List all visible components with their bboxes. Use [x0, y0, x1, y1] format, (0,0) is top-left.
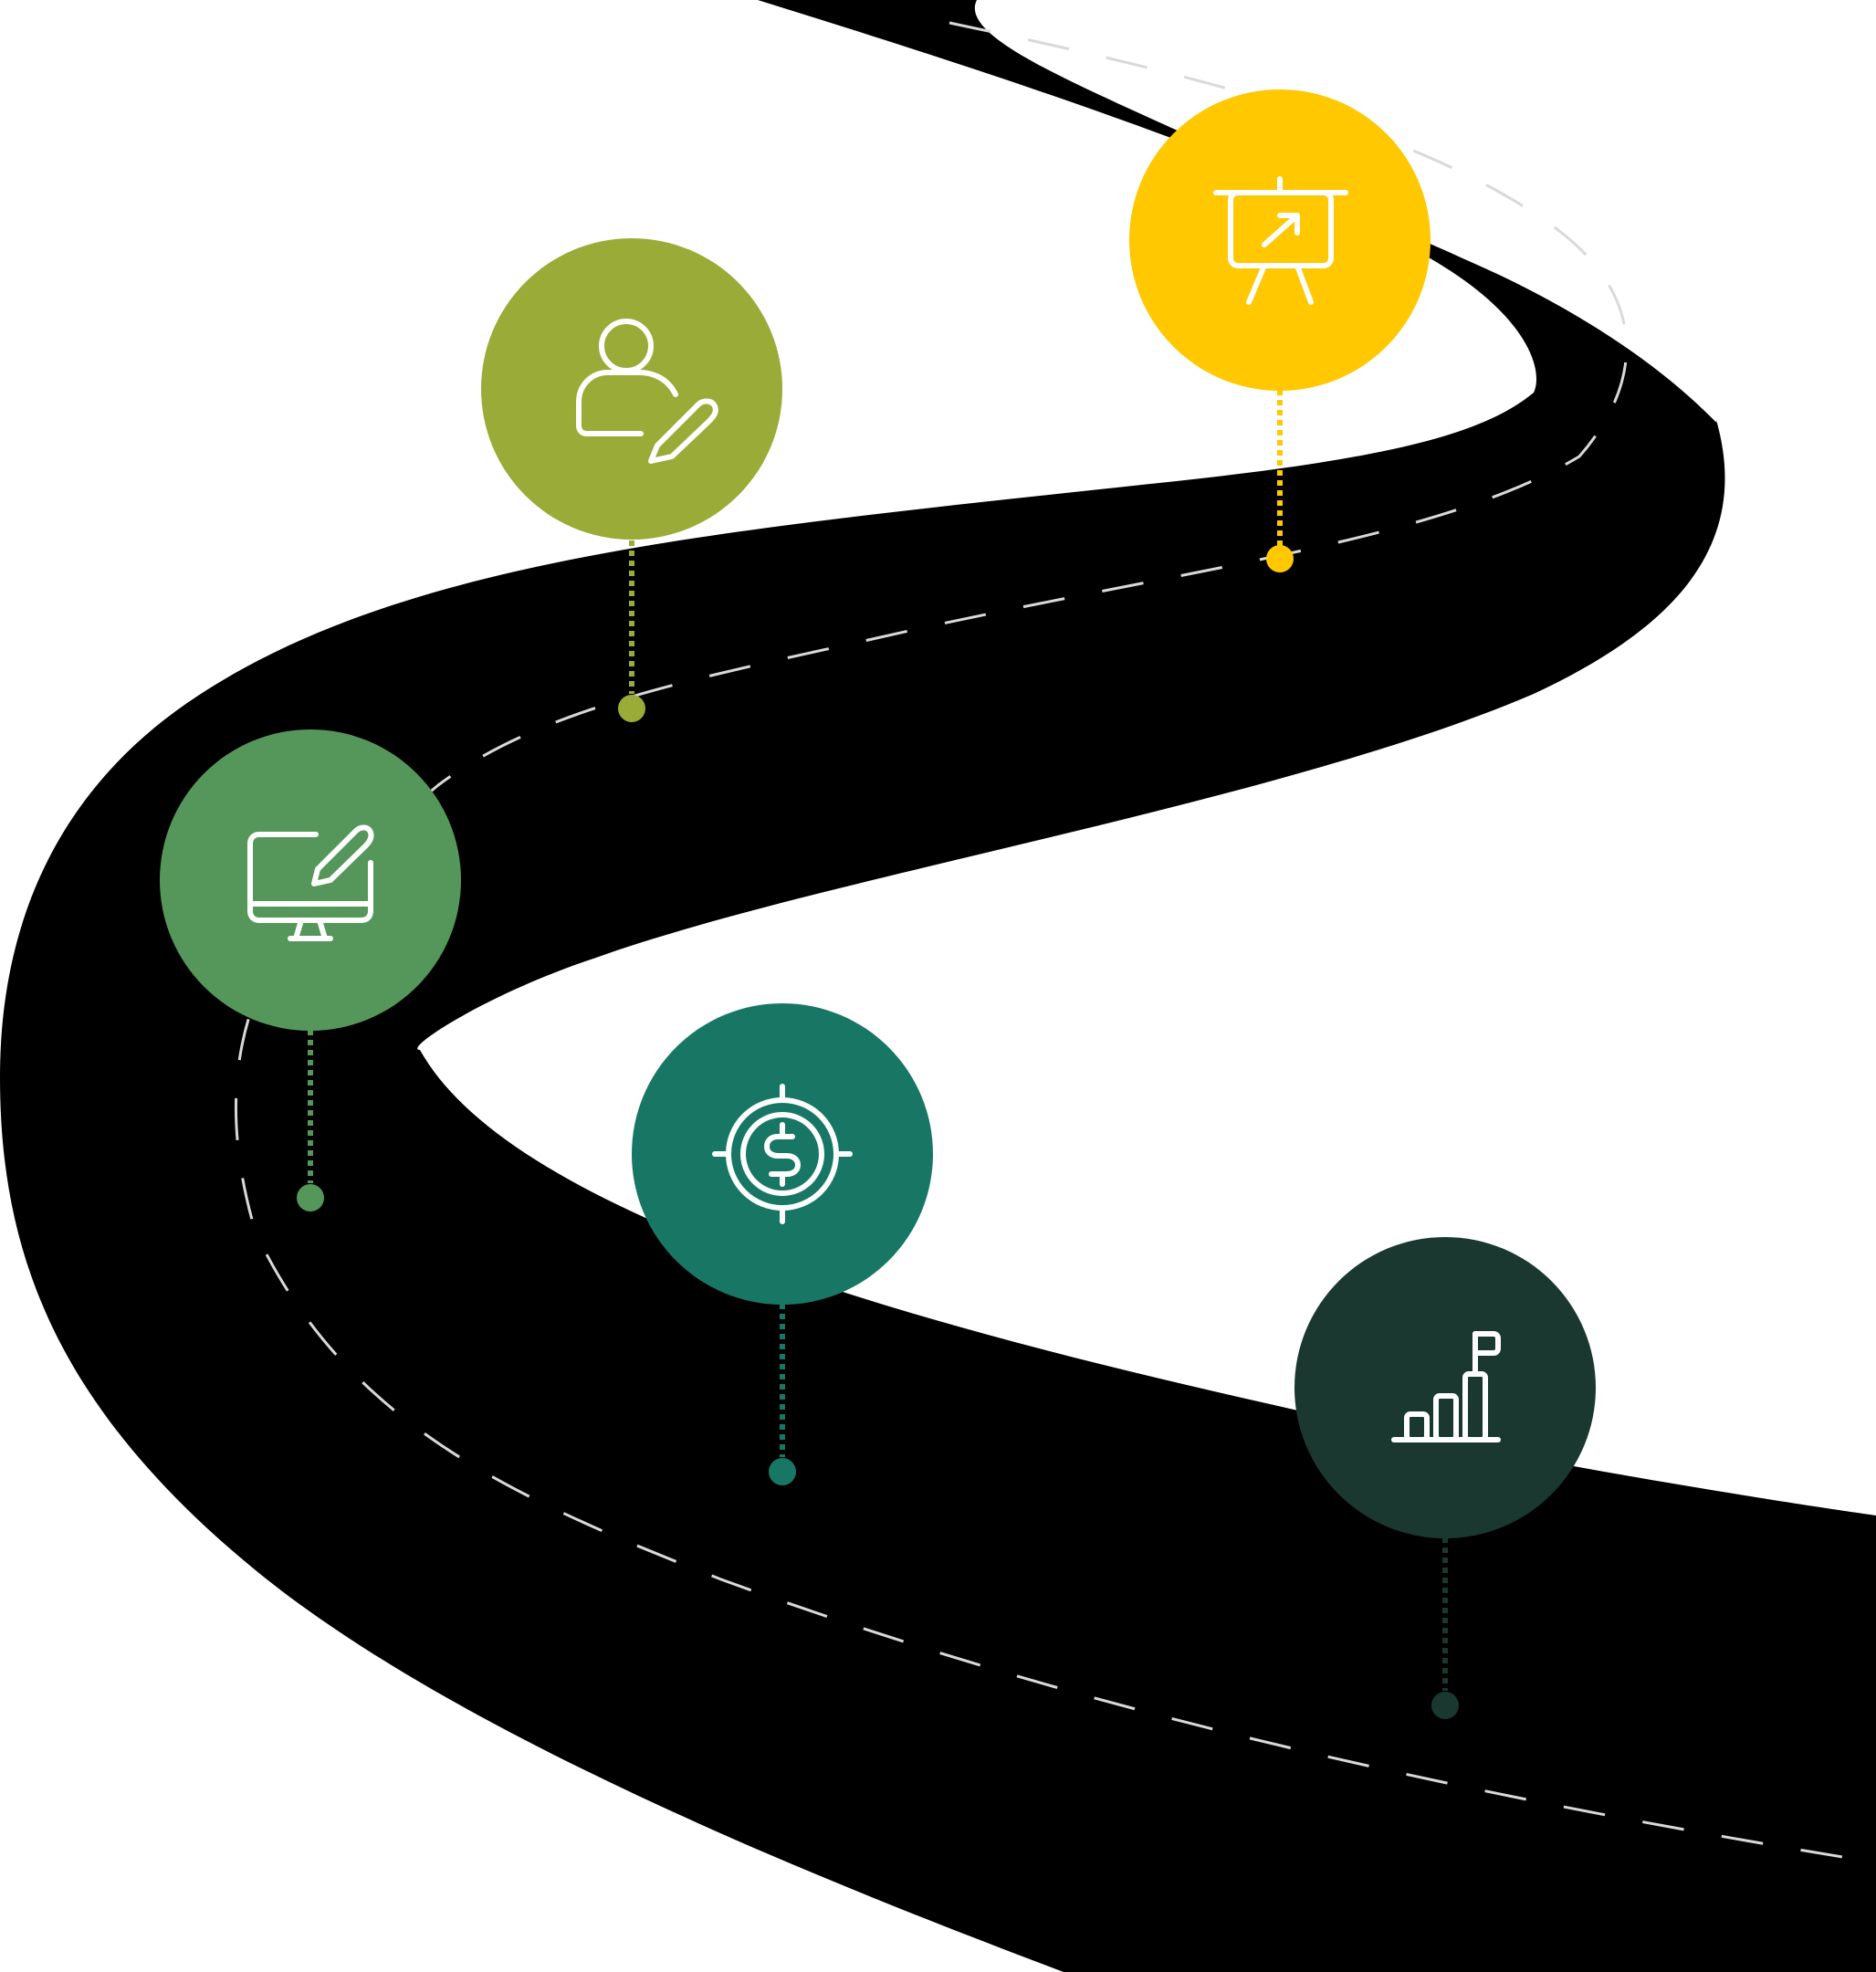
milestone-monitor-edit[interactable]	[160, 729, 461, 1212]
dollar-target-icon	[712, 1084, 853, 1224]
milestone-dot	[1266, 545, 1294, 572]
user-edit-icon	[576, 319, 718, 464]
milestone-circle[interactable]	[160, 729, 461, 1031]
road-lane-marking	[234, 21, 1876, 1864]
milestone-user-edit[interactable]	[481, 238, 782, 722]
monitor-edit-icon	[247, 824, 374, 941]
bar-chart-flag-icon	[1391, 1331, 1501, 1442]
milestone-circle[interactable]	[1294, 1237, 1596, 1538]
milestone-growth-flag[interactable]	[1294, 1237, 1596, 1719]
milestone-dot	[1431, 1692, 1459, 1719]
milestone-dot	[297, 1184, 324, 1212]
milestone-dot	[769, 1458, 796, 1485]
milestones-layer	[160, 89, 1596, 1719]
milestone-dollar-target[interactable]	[632, 1003, 933, 1485]
milestone-dot	[618, 695, 645, 722]
milestone-circle[interactable]	[481, 238, 782, 540]
presentation-board-growth-icon	[1213, 176, 1348, 305]
milestone-presentation[interactable]	[1129, 89, 1431, 572]
milestone-circle[interactable]	[1129, 89, 1431, 391]
